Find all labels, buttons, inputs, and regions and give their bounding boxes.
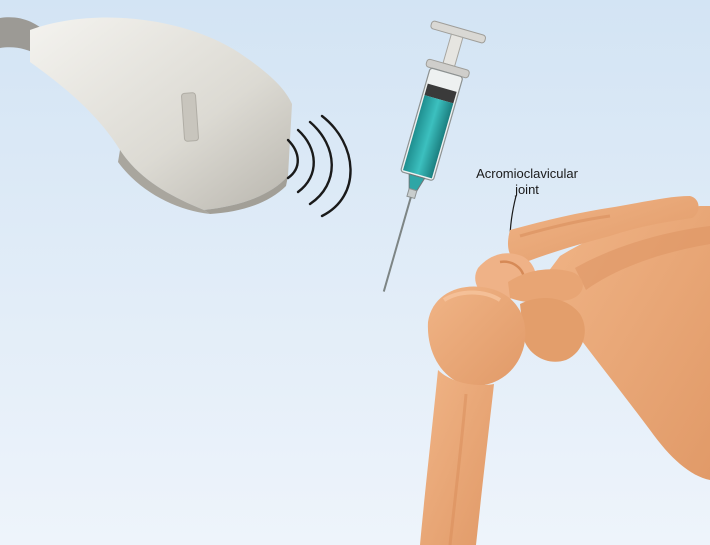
label-line-1: Acromioclavicular <box>472 166 582 182</box>
label-line-2: joint <box>472 182 582 198</box>
acromioclavicular-joint-label: Acromioclavicular joint <box>472 166 582 198</box>
